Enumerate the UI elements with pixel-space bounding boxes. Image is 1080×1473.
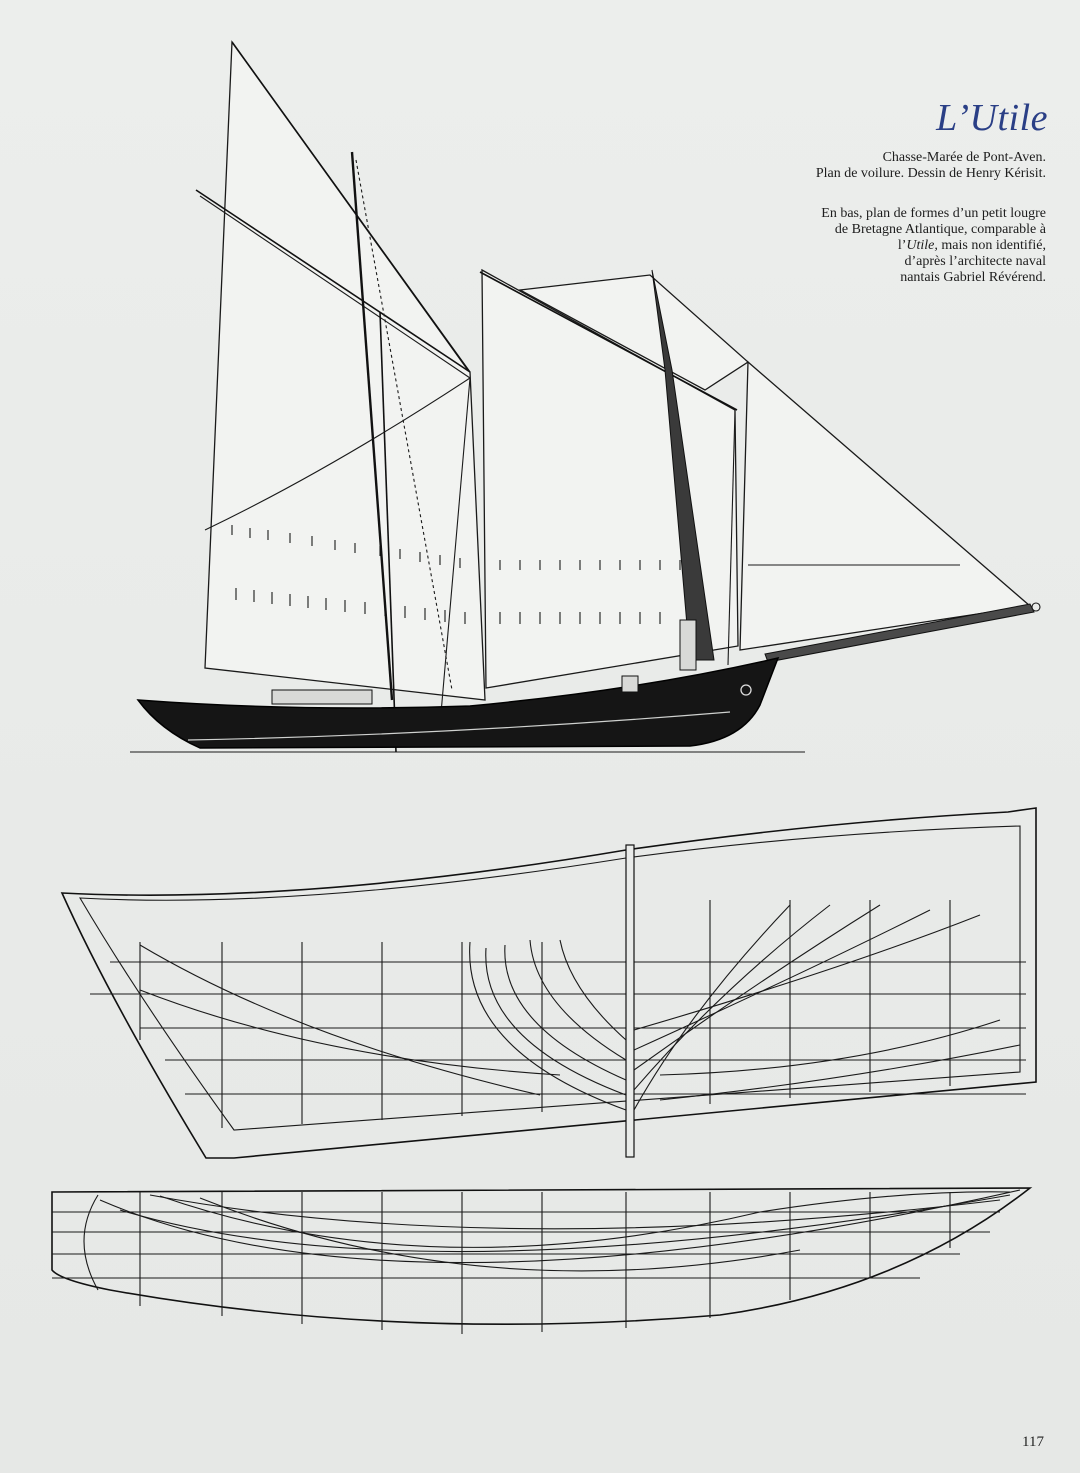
- mainmast: [379, 311, 397, 753]
- half-breadth-curves: [99, 1189, 1021, 1272]
- hawse-hole: [740, 684, 752, 696]
- caption-sail-plan: Chasse-Marée de Pont-Aven. Plan de voilu…: [816, 150, 1046, 182]
- main-yard-line: [199, 195, 471, 379]
- reef-points: [231, 525, 681, 624]
- caption-line: En bas, plan de formes d’un petit lougre: [821, 206, 1046, 221]
- main-yard: [195, 189, 471, 373]
- lines-plan-half-breadth: [51, 1187, 1033, 1334]
- hull-stripe: [187, 711, 731, 741]
- capstan: [679, 619, 697, 671]
- main-shroud: [439, 377, 471, 726]
- main-topmast: [350, 151, 394, 701]
- fore-shroud: [727, 409, 736, 666]
- bowsprit-end: [1031, 602, 1041, 612]
- sail-plan-drawing: [130, 40, 1041, 753]
- page-number: 117: [1022, 1434, 1044, 1450]
- caption-line: nantais Gabriel Révérend.: [900, 270, 1046, 285]
- main-leech: [231, 41, 469, 371]
- caption-line: Chasse-Marée de Pont-Aven.: [882, 150, 1046, 165]
- main-sheet-curve: [204, 377, 471, 531]
- deckhouse: [271, 689, 373, 705]
- caption-line: de Bretagne Atlantique, comparable à: [834, 222, 1046, 237]
- caption-lines-plan: En bas, plan de formes d’un petit lougre…: [821, 206, 1046, 286]
- caption-line: d’après l’architecte naval: [904, 254, 1046, 269]
- caption-line: l’Utile, mais non identifié,: [897, 238, 1046, 253]
- foremast: [651, 269, 715, 661]
- caption-line: Plan de voilure. Dessin de Henry Kérisit…: [815, 166, 1046, 181]
- bowsprit: [764, 603, 1035, 663]
- hull: [136, 656, 780, 749]
- deck-fitting: [621, 675, 639, 693]
- diagonals: [139, 944, 1021, 1101]
- profile-outline: [60, 807, 1037, 1159]
- half-breadth-outline: [51, 1187, 1033, 1326]
- body-curves-fore: [633, 904, 981, 1111]
- half-breadth-grid: [52, 1192, 1000, 1334]
- stations: [139, 900, 951, 1128]
- lines-plan-profile: [60, 807, 1037, 1159]
- profile-inner: [79, 825, 1021, 1131]
- body-curves-aft: [469, 939, 627, 1111]
- page-title: L’Utile: [936, 97, 1048, 139]
- jib: [739, 360, 1032, 651]
- fore-yard: [479, 271, 738, 411]
- waterlines: [90, 961, 1026, 1095]
- midship-post: [625, 844, 635, 1158]
